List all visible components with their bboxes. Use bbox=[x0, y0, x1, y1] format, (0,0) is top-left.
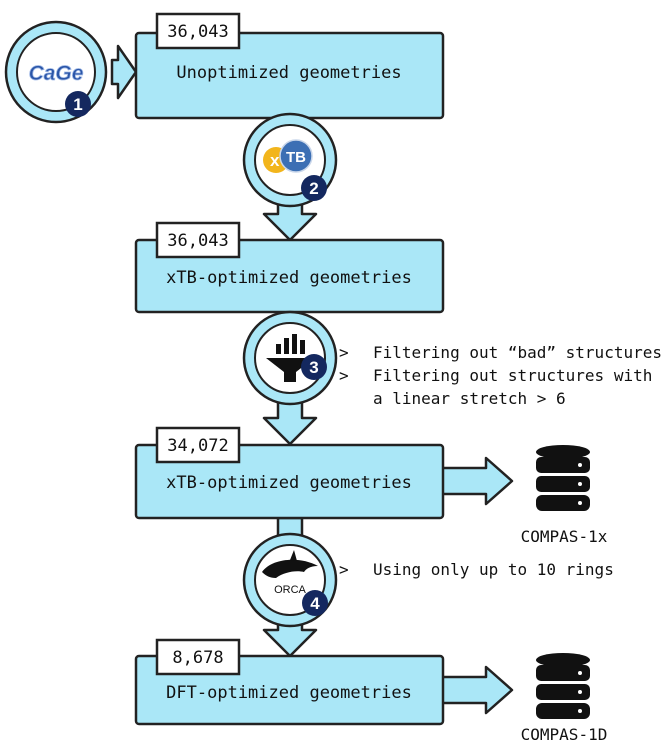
filter-note-2-marker: > bbox=[339, 366, 349, 385]
database-compas-1x-label: COMPAS-1x bbox=[521, 527, 608, 546]
step-badge-1-number: 1 bbox=[73, 95, 82, 114]
step-badge-2-number: 2 bbox=[309, 179, 318, 198]
step-4-count-box bbox=[155, 638, 241, 676]
filter-note-1-text: Filtering out “bad” structures bbox=[373, 343, 662, 362]
xtb-logo-x: x bbox=[270, 151, 280, 170]
arrow-step-3-to-compas-1x bbox=[440, 456, 514, 506]
step-2-count-box bbox=[155, 221, 241, 259]
filter-note-1-marker: > bbox=[339, 343, 349, 362]
orca-notes: > Using only up to 10 rings bbox=[339, 560, 614, 579]
step-badge-2 bbox=[301, 175, 327, 201]
step-badge-4 bbox=[302, 590, 328, 616]
step-3: 34,072 xTB-optimized geometries bbox=[134, 426, 445, 520]
step-badge-1 bbox=[65, 91, 91, 117]
tool-xtb: x TB 2 bbox=[242, 112, 338, 208]
filter-notes: > Filtering out “bad” structures > Filte… bbox=[339, 343, 662, 408]
tool-cage: CaGe 1 bbox=[4, 20, 108, 124]
step-4: 8,678 DFT-optimized geometries bbox=[134, 638, 445, 726]
cage-logo: CaGe bbox=[28, 62, 84, 86]
database-compas-1d-label: COMPAS-1D bbox=[521, 725, 608, 744]
step-4-count: 8,678 bbox=[172, 648, 223, 668]
filter-note-2-text-line-2: a linear stretch > 6 bbox=[373, 389, 566, 408]
orca-logo-text: ORCA bbox=[274, 584, 306, 596]
step-4-label: DFT-optimized geometries bbox=[166, 683, 412, 703]
step-badge-4-number: 4 bbox=[310, 594, 320, 613]
step-2-label: xTB-optimized geometries bbox=[166, 268, 412, 288]
orca-note-1-text: Using only up to 10 rings bbox=[373, 560, 614, 579]
step-2: 36,043 xTB-optimized geometries bbox=[134, 221, 445, 314]
step-3-label: xTB-optimized geometries bbox=[166, 473, 412, 493]
xtb-logo: x TB bbox=[263, 139, 313, 173]
database-icon bbox=[536, 445, 590, 511]
step-badge-3-number: 3 bbox=[309, 358, 318, 377]
database-icon bbox=[536, 653, 590, 719]
step-1-count: 36,043 bbox=[167, 22, 228, 42]
orca-logo: ORCA bbox=[262, 550, 318, 596]
xtb-logo-tb: TB bbox=[286, 149, 306, 166]
cage-logo-text: CaGe bbox=[29, 62, 84, 85]
step-3-count-box bbox=[155, 426, 241, 464]
arrow-cage-to-step-1 bbox=[110, 44, 138, 100]
tool-orca: ORCA 4 bbox=[242, 532, 338, 628]
step-2-count: 36,043 bbox=[167, 231, 228, 251]
step-1: 36,043 Unoptimized geometries bbox=[134, 12, 445, 120]
step-3-count: 34,072 bbox=[167, 436, 228, 456]
step-badge-3 bbox=[301, 354, 327, 380]
database-compas-1d: COMPAS-1D bbox=[521, 653, 608, 744]
orca-note-1-marker: > bbox=[339, 560, 349, 579]
database-compas-1x: COMPAS-1x bbox=[521, 445, 608, 546]
tool-filter: 3 bbox=[242, 310, 338, 406]
step-1-count-box bbox=[155, 12, 241, 50]
step-1-label: Unoptimized geometries bbox=[176, 63, 401, 83]
arrow-step-4-to-compas-1d bbox=[440, 665, 514, 715]
filter-note-2-text-line-1: Filtering out structures with bbox=[373, 366, 652, 385]
